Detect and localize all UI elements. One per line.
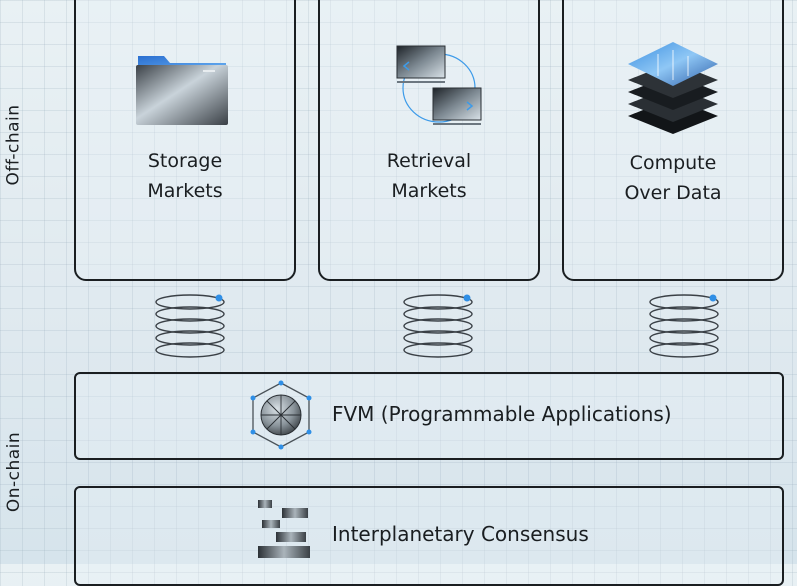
sync-screens-icon <box>396 45 482 125</box>
layer-stack-icon <box>628 42 718 134</box>
fvm-bar: FVM (Programmable Applications) <box>74 372 784 460</box>
compute-over-data-card: Compute Over Data <box>562 0 784 281</box>
compute-over-data-title-line1: Compute <box>629 152 717 174</box>
coil-spring-icon <box>403 294 473 358</box>
coil-spring-icon <box>649 294 719 358</box>
retrieval-markets-card: Retrieval Markets <box>318 0 540 281</box>
storage-markets-title-line1: Storage <box>147 150 223 172</box>
storage-markets-card: Storage Markets <box>74 0 296 281</box>
hexagon-sphere-icon <box>250 380 312 450</box>
storage-markets-title-line2: Markets <box>147 180 223 202</box>
folder-icon <box>136 56 228 125</box>
coil-spring-icon <box>155 294 225 358</box>
off-chain-label: Off-chain <box>4 104 24 186</box>
fvm-label: FVM (Programmable Applications) <box>332 402 672 426</box>
on-chain-label: On-chain <box>4 431 25 513</box>
consensus-label: Interplanetary Consensus <box>332 522 589 546</box>
consensus-bar: Interplanetary Consensus <box>74 486 784 586</box>
retrieval-markets-title-line2: Markets <box>391 180 467 202</box>
stacked-blocks-icon <box>258 500 310 558</box>
compute-over-data-title-line2: Over Data <box>624 182 722 204</box>
retrieval-markets-title-line1: Retrieval <box>386 150 472 172</box>
